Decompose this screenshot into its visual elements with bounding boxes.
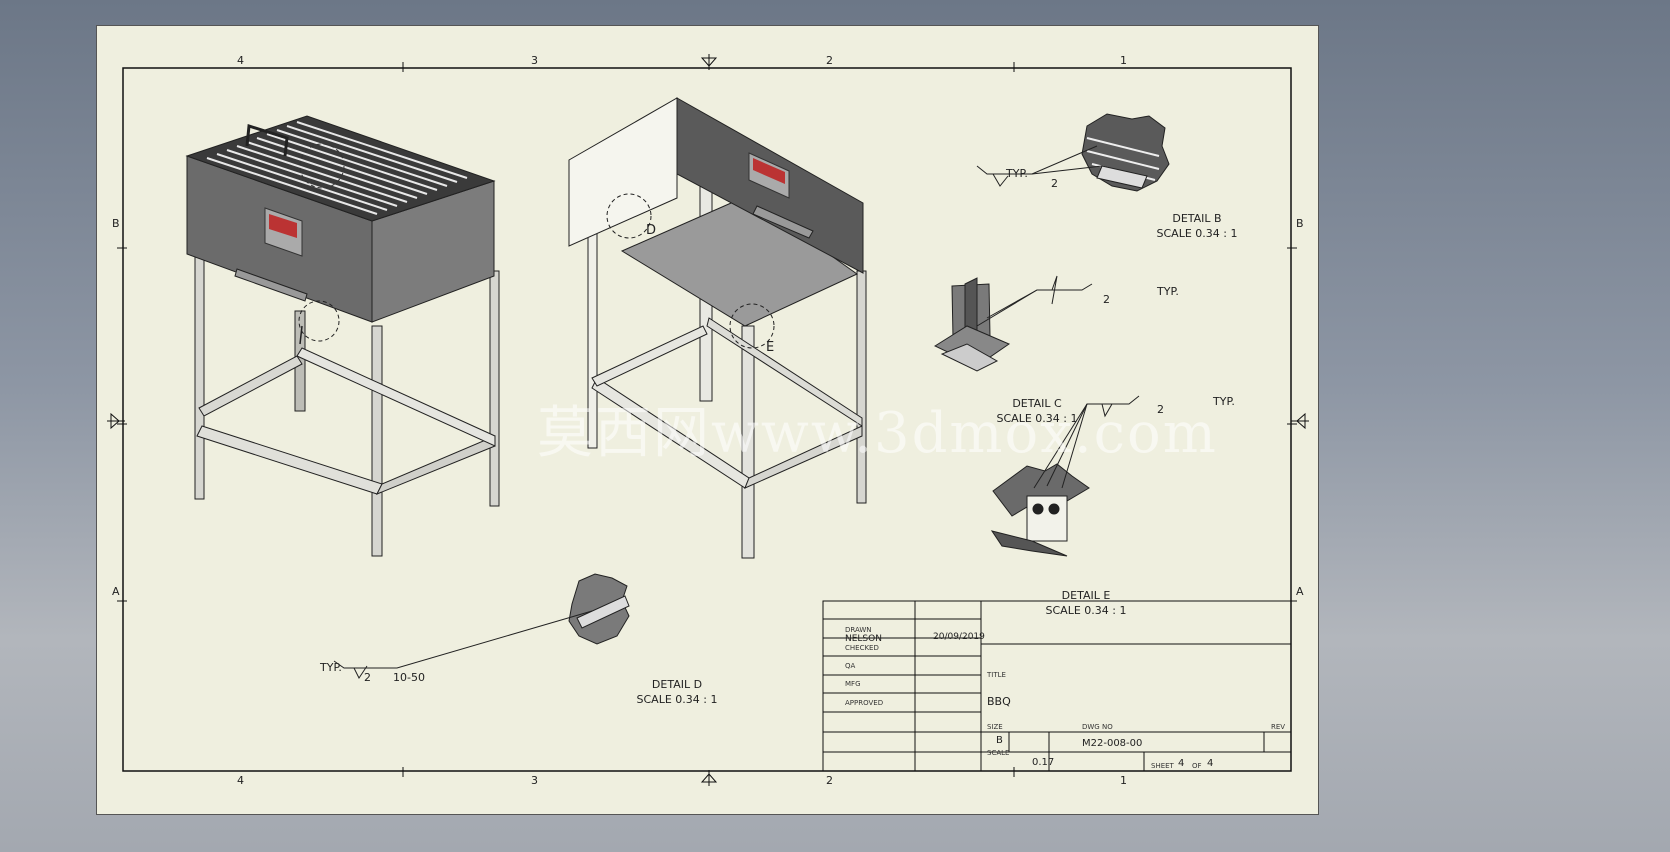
weld-size-d: 2 [364, 671, 371, 684]
drawing-sheet: 4 3 2 1 4 3 2 1 B A B A D E TYP. 2 TYP. … [96, 25, 1319, 815]
tb-scale: 0.17 [1032, 757, 1055, 768]
zone-col-top-3: 3 [531, 54, 538, 67]
zone-col-top-1: 1 [1120, 54, 1127, 67]
detail-d-scale: SCALE 0.34 : 1 [636, 693, 718, 706]
zone-col-top-2: 2 [826, 54, 833, 67]
zone-col-bottom-4: 4 [237, 774, 244, 787]
bbq-view-left [185, 115, 500, 557]
tb-drawn-date: 20/09/2019 [933, 632, 985, 642]
tb-sheet-label: SHEET [1151, 762, 1174, 770]
zone-ticks [117, 62, 1297, 777]
detail-b-name: DETAIL B [1172, 212, 1222, 225]
zone-row-left-b: B [112, 217, 120, 230]
watermark-text: 莫西网www.3dmox.com [537, 401, 1218, 466]
detail-e-title: DETAIL E SCALE 0.34 : 1 [1026, 588, 1146, 618]
detail-d-name: DETAIL D [651, 678, 703, 691]
tb-title: BBQ [987, 695, 1011, 708]
tb-rev-label: REV [1271, 723, 1286, 731]
weld-size-e: 2 [1157, 403, 1164, 416]
weld-size-c: 2 [1103, 293, 1110, 306]
detail-e-view [990, 395, 1140, 557]
tb-drawn-label: DRAWN [845, 626, 872, 634]
zone-row-left-a: A [112, 585, 120, 598]
callout-letter-d: D [646, 223, 657, 238]
tb-size: B [996, 735, 1003, 746]
tb-sheet-num: 4 [1178, 758, 1185, 769]
weld-typ-b: TYP. [1006, 167, 1028, 180]
drawing-canvas [107, 54, 1309, 786]
zone-row-right-b: B [1296, 217, 1304, 230]
detail-c-title: DETAIL C SCALE 0.34 : 1 [977, 396, 1097, 426]
tb-approved-label: APPROVED [845, 699, 884, 707]
tb-scale-label: SCALE [987, 749, 1010, 757]
zone-col-bottom-3: 3 [531, 774, 538, 787]
weld-pitch-d: 10-50 [393, 671, 425, 684]
tb-of-label: OF [1192, 762, 1202, 770]
zone-col-top-4: 4 [237, 54, 244, 67]
title-block-lines [822, 600, 1292, 772]
weld-typ-c: TYP. [1157, 285, 1179, 298]
zone-col-bottom-2: 2 [826, 774, 833, 787]
tb-mfg-label: MFG [845, 680, 861, 688]
tb-drawn-by: NELSON [845, 634, 882, 644]
center-marks [107, 54, 1309, 786]
tb-dwg-no: M22-008-00 [1082, 738, 1143, 749]
detail-b-scale: SCALE 0.34 : 1 [1156, 227, 1238, 240]
weld-size-b: 2 [1051, 177, 1058, 190]
detail-c-view [933, 275, 1093, 372]
zone-row-right-a: A [1296, 585, 1304, 598]
zone-col-bottom-1: 1 [1120, 774, 1127, 787]
detail-b-title: DETAIL B SCALE 0.34 : 1 [1137, 211, 1257, 241]
bbq-view-right [568, 97, 867, 559]
detail-e-name: DETAIL E [1061, 589, 1111, 602]
detail-c-scale: SCALE 0.34 : 1 [996, 412, 1078, 425]
drawing-border [122, 67, 1292, 772]
weld-typ-e: TYP. [1213, 395, 1235, 408]
callout-letter-e: E [766, 340, 775, 355]
tb-qa-label: QA [845, 662, 856, 670]
detail-d-title: DETAIL D SCALE 0.34 : 1 [617, 677, 737, 707]
detail-c-name: DETAIL C [1012, 397, 1062, 410]
tb-sheet-total: 4 [1207, 758, 1214, 769]
detail-b-view [976, 113, 1170, 192]
tb-size-label: SIZE [987, 723, 1003, 731]
tb-title-label: TITLE [987, 671, 1006, 679]
detail-d-view [333, 573, 630, 679]
tb-checked-label: CHECKED [845, 644, 879, 652]
tb-dwg-no-label: DWG NO [1082, 723, 1113, 731]
weld-typ-d: TYP. [320, 661, 342, 674]
detail-e-scale: SCALE 0.34 : 1 [1045, 604, 1127, 617]
